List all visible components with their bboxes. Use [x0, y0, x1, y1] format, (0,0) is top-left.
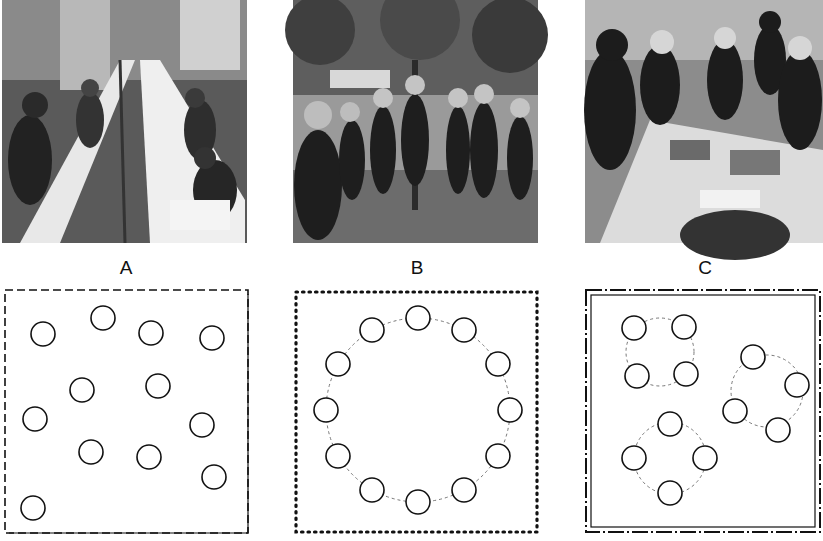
panel-label: C [698, 258, 712, 277]
photo-group-outdoors [285, 0, 548, 243]
photo-studio [2, 0, 247, 243]
photo-workshop [584, 0, 823, 260]
diagram-scattered [5, 290, 248, 533]
diagram-small-groups [586, 290, 820, 532]
panel-label: B [411, 258, 424, 277]
diagram-single-circle [296, 292, 537, 532]
panel-label: A [120, 258, 133, 277]
